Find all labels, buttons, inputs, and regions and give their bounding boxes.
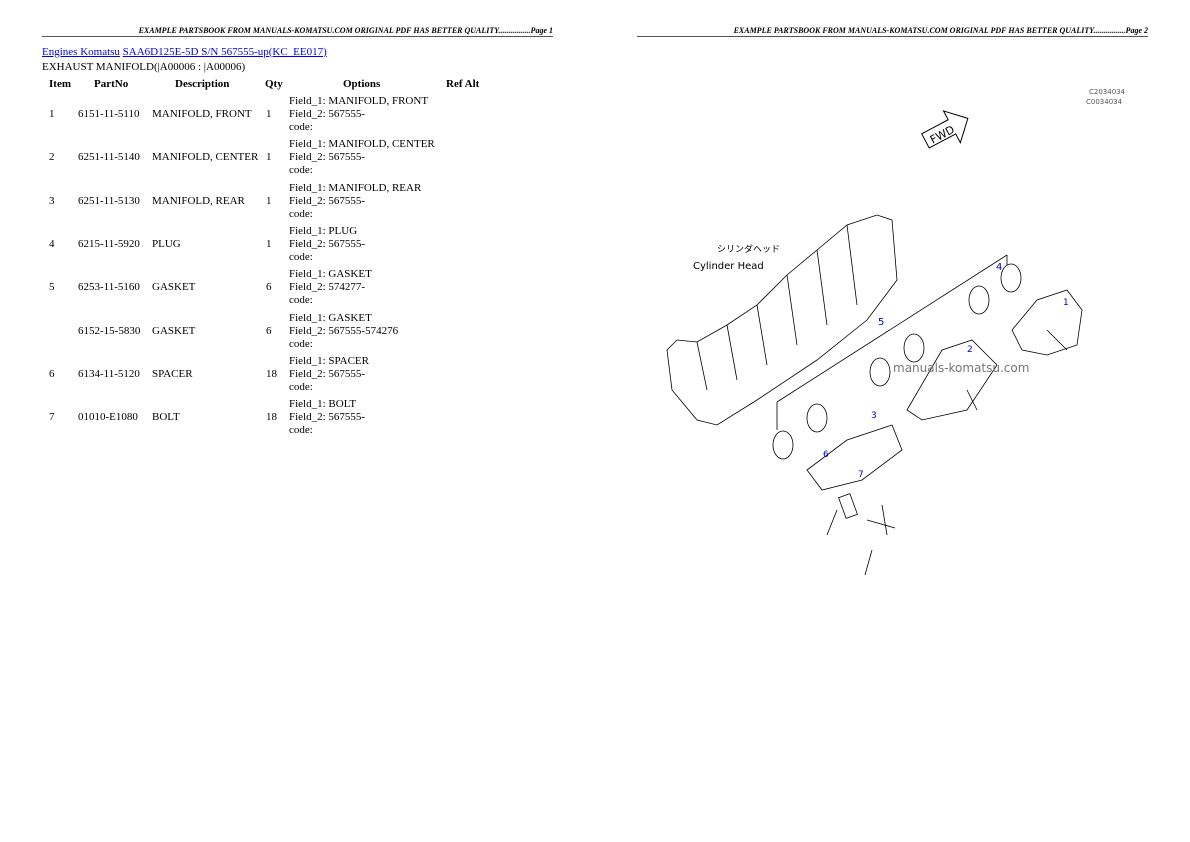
col-partno: PartNo (94, 78, 129, 90)
drawing-code-1: C2034034 (1089, 88, 1126, 96)
fwd-label: FWD (928, 123, 957, 147)
breadcrumb-model-link[interactable]: SAA6D125E-5D S/N 567555-up(KC_EE017) (122, 46, 327, 58)
drawing-code-2: C0034034 (1086, 98, 1123, 106)
option-field1: Field_1: MANIFOLD, CENTER (289, 138, 435, 151)
table-row: 2 6251-11-5140 MANIFOLD, CENTER 1 Field_1: M… (0, 138, 560, 181)
description-cell: MANIFOLD, REAR (152, 194, 245, 207)
option-field1: Field_1: BOLT (289, 398, 357, 411)
callout-3: 3 (871, 411, 877, 421)
callout-1: 1 (1063, 298, 1069, 308)
partno-cell: 6251-11-5130 (78, 194, 140, 207)
callout-6: 6 (823, 450, 829, 460)
col-ref-alt: Ref Alt (446, 78, 480, 90)
option-field2: Field_2: 567555- (289, 194, 366, 207)
item-cell: 1 (49, 108, 55, 120)
item-cell: 3 (49, 194, 55, 207)
option-field1: Field_1: MANIFOLD, REAR (289, 181, 422, 194)
option-field1: Field_1: GASKET (289, 268, 372, 281)
partno-cell: 6253-11-5160 (78, 281, 140, 294)
table-row: 3 6251-11-5130 MANIFOLD, REAR 1 Field_1: MAN… (0, 182, 560, 225)
option-code: code: (289, 294, 313, 307)
col-options: Options (343, 78, 381, 90)
option-field1: Field_1: SPACER (289, 354, 369, 367)
qty-cell: 1 (266, 194, 272, 207)
callout-4: 4 (996, 262, 1002, 273)
option-field2: Field_2: 567555- (289, 367, 366, 380)
partno-cell: 01010-E1080 (78, 411, 138, 424)
description-cell: GASKET (152, 324, 196, 337)
gasket-drawings (772, 254, 1022, 460)
option-field2: Field_2: 574277- (289, 281, 366, 294)
callout-7: 7 (858, 470, 864, 480)
partno-cell: 6151-11-5110 (78, 108, 140, 120)
qty-cell: 6 (266, 281, 272, 294)
partno-cell: 6152-15-5830 (78, 324, 141, 337)
item-cell: 5 (49, 281, 55, 294)
exploded-diagram: C2034034 C0034034 FWD シリンダヘッド Cylinder H… (666, 88, 1126, 576)
option-code: code: (289, 121, 313, 133)
breadcrumb-engines-link[interactable]: Engines Komatsu (42, 46, 120, 58)
description-cell: SPACER (152, 367, 193, 380)
description-cell: BOLT (152, 411, 180, 424)
col-qty: Qty (265, 78, 283, 90)
partno-cell: 6215-11-5920 (78, 237, 140, 250)
section-title: EXHAUST MANIFOLD(|A00006 : |A00006) (42, 61, 246, 73)
option-field1: Field_1: MANIFOLD, FRONT (289, 95, 429, 107)
qty-cell: 1 (266, 151, 272, 164)
description-cell: PLUG (152, 237, 181, 250)
watermark: manuals-komatsu.com (893, 361, 1029, 375)
option-code: code: (289, 380, 313, 393)
description-cell: MANIFOLD, FRONT (152, 108, 252, 120)
col-item: Item (49, 78, 71, 90)
cylinder-head-jp: シリンダヘッド (717, 243, 780, 255)
table-row: 1 6151-11-5110 MANIFOLD, FRONT 1 Field_1: MA… (0, 95, 560, 138)
cylinder-head-label: Cylinder Head (693, 261, 764, 272)
col-description: Description (175, 78, 230, 90)
option-field2: Field_2: 567555- (289, 108, 366, 120)
description-cell: MANIFOLD, CENTER (152, 151, 259, 164)
page1-header: EXAMPLE PARTSBOOK FROM MANUALS-KOMATSU.C… (42, 26, 553, 37)
item-cell: 2 (49, 151, 55, 164)
option-field1: Field_1: PLUG (289, 224, 358, 237)
page2-header: EXAMPLE PARTSBOOK FROM MANUALS-KOMATSU.C… (637, 26, 1148, 37)
fwd-arrow-icon: FWD (921, 110, 969, 149)
option-field2: Field_2: 567555- (289, 411, 366, 424)
option-code: code: (289, 250, 313, 263)
partno-cell: 6134-11-5120 (78, 367, 140, 380)
manifold-drawings (806, 289, 1083, 576)
partno-cell: 6251-11-5140 (78, 151, 140, 164)
option-field2: Field_2: 567555- (289, 237, 366, 250)
qty-cell: 18 (266, 411, 277, 424)
option-code: code: (289, 337, 313, 350)
item-cell: 7 (49, 411, 55, 424)
item-cell: 4 (49, 237, 55, 250)
callout-5: 5 (878, 317, 884, 328)
qty-cell: 1 (266, 237, 272, 250)
option-field1: Field_1: GASKET (289, 311, 372, 324)
qty-cell: 1 (266, 108, 272, 120)
cylinder-head-drawing (666, 214, 898, 426)
qty-cell: 6 (266, 324, 272, 337)
option-code: code: (289, 207, 313, 220)
qty-cell: 18 (266, 367, 277, 380)
option-field2: Field_2: 567555- (289, 151, 366, 164)
option-field2: Field_2: 567555-574276 (289, 324, 399, 337)
callout-2: 2 (967, 345, 973, 355)
option-code: code: (289, 164, 313, 177)
description-cell: GASKET (152, 281, 196, 294)
item-cell: 6 (49, 367, 55, 380)
option-code: code: (289, 424, 313, 437)
breadcrumb: Engines Komatsu SAA6D125E-5D S/N 567555-… (42, 46, 327, 58)
